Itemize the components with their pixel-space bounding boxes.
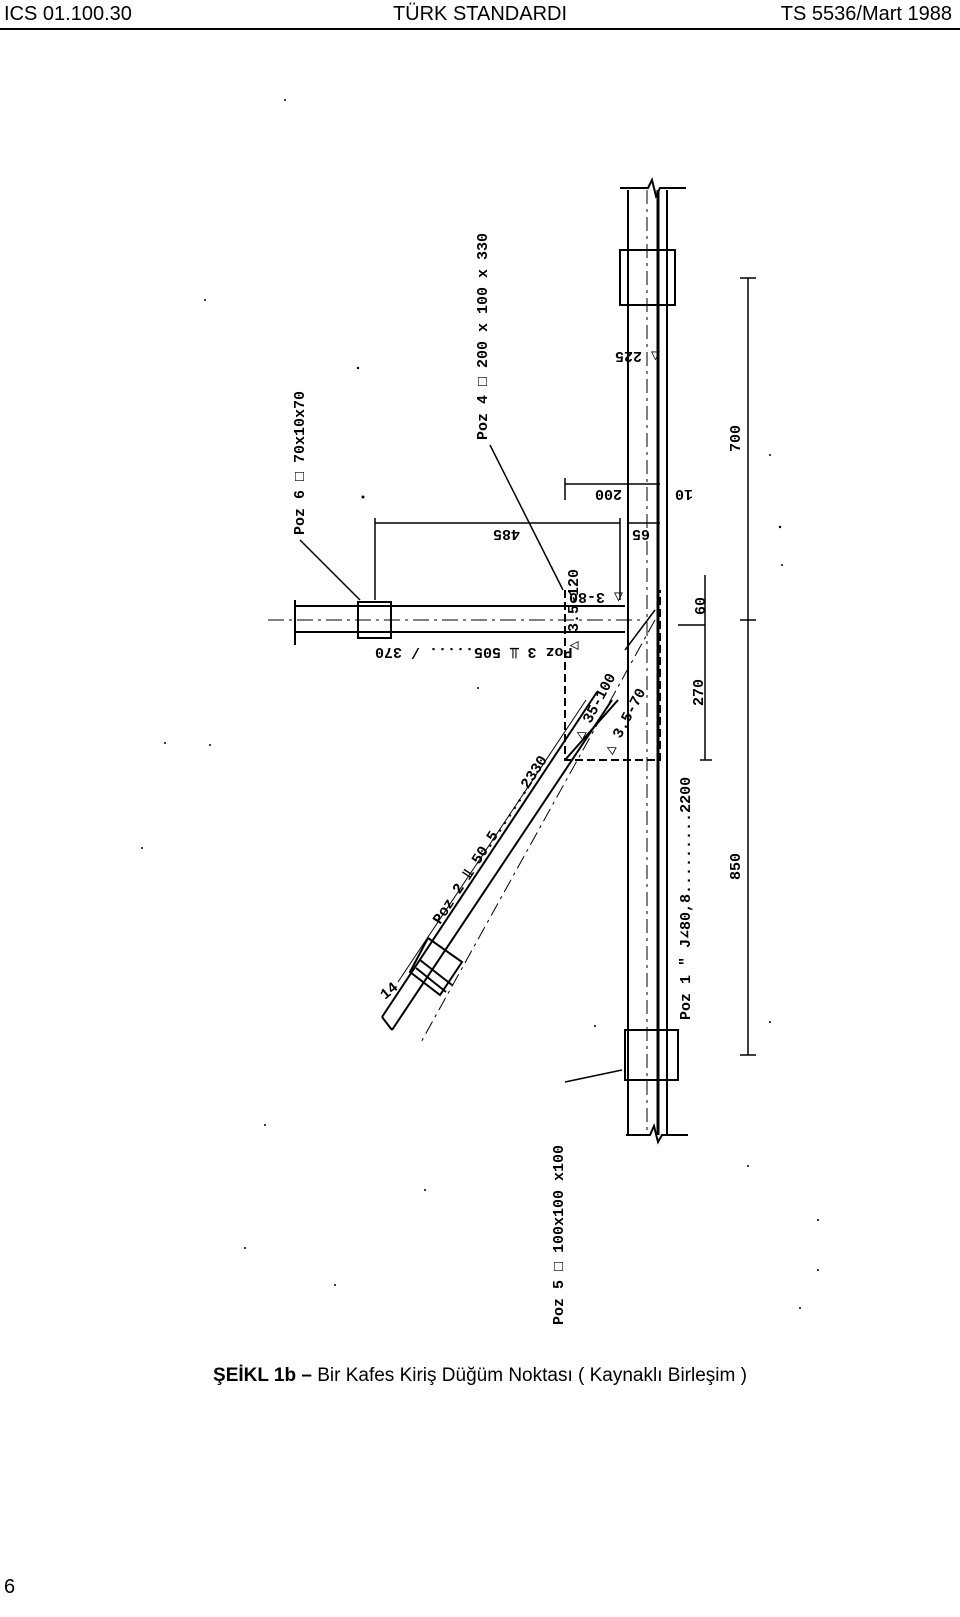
dim-270: 270: [691, 679, 708, 706]
main-chord: [620, 177, 688, 1145]
weld-225: △ 225: [615, 347, 660, 364]
gusset-plate: [564, 590, 661, 761]
bottom-filler-plate: [624, 1029, 679, 1081]
label-poz3: Poz 3 ⫫ 505..... / 370: [375, 643, 572, 660]
page-header: ICS 01.100.30 TÜRK STANDARDI TS 5536/Mar…: [0, 0, 960, 30]
drawing-labels: Poz 6 □ 70x10x70 Poz 4 □ 200 x 100 x 330…: [292, 233, 745, 1325]
weld-35-120: △ 3.5-120: [566, 569, 583, 650]
label-poz1: Poz 1 " J∠80,8.........2200: [678, 777, 695, 1020]
ics-code: ICS 01.100.30: [4, 3, 132, 25]
dimension-lines: [374, 277, 756, 1056]
truss-joint-drawing: Poz 6 □ 70x10x70 Poz 4 □ 200 x 100 x 330…: [141, 99, 819, 1325]
scan-specks: [141, 99, 819, 1309]
figure-caption: ŞEİKL 1b – Bir Kafes Kiriş Düğüm Noktası…: [0, 1364, 960, 1388]
horizontal-member: [268, 600, 640, 645]
page-number: 6: [4, 1576, 16, 1598]
header-title: TÜRK STANDARDI: [392, 3, 568, 25]
leader-lines: [299, 444, 656, 1083]
dim-700: 700: [728, 425, 745, 452]
dim-10: 10: [675, 485, 693, 502]
dim-850: 850: [728, 853, 745, 880]
label-poz5: Poz 5 □ 100x100 x100: [551, 1145, 568, 1325]
thickness-14: 14: [377, 979, 402, 1004]
figure-title: Bir Kafes Kiriş Düğüm Noktası ( Kaynaklı…: [317, 1365, 747, 1386]
standard-number: TS 5536/Mart 1988: [780, 3, 952, 25]
diagonal-member: [381, 619, 656, 1045]
label-poz4: Poz 4 □ 200 x 100 x 330: [475, 233, 492, 440]
figure-number: ŞEİKL 1b: [213, 1365, 297, 1386]
weld-65: 65: [632, 525, 650, 542]
caption-dash: –: [296, 1365, 318, 1386]
label-poz6: Poz 6 □ 70x10x70: [292, 391, 309, 535]
top-filler-plate: [619, 249, 676, 306]
weld-3-80: △ 3-80: [569, 588, 623, 605]
dim-60: 60: [693, 597, 710, 615]
dim-485: 485: [493, 525, 520, 542]
dim-200: 200: [595, 485, 622, 502]
